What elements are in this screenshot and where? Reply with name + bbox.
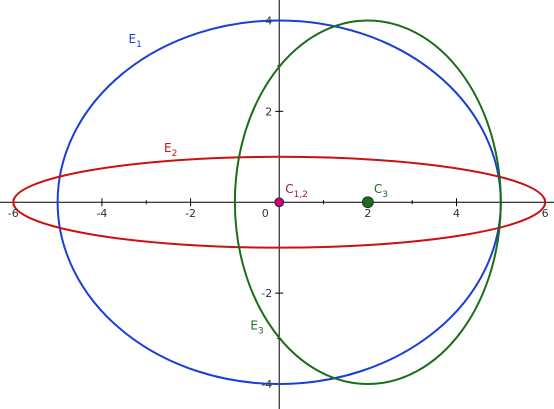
ellipse-e2[interactable] xyxy=(12,155,547,249)
x-tick-label: 6 xyxy=(542,207,549,220)
x-tick-label: -6 xyxy=(8,207,19,220)
x-tick-label: 0 xyxy=(262,207,269,220)
x-tick-label: 2 xyxy=(364,207,371,220)
ellipse-label-sub: 2 xyxy=(172,149,178,159)
ellipse-e3[interactable] xyxy=(233,19,502,386)
x-tick-label: -4 xyxy=(96,207,107,220)
y-tick-label: 2 xyxy=(265,105,272,118)
point-label: C1,2 xyxy=(285,182,308,200)
ellipse-label: E3 xyxy=(250,318,263,336)
ellipse-label-sub: 1 xyxy=(136,40,142,50)
x-tick-label: 4 xyxy=(453,207,460,220)
point-label-sub: 1,2 xyxy=(294,190,308,200)
curves-layer xyxy=(12,19,547,386)
ellipse-label: E2 xyxy=(164,141,177,159)
y-tick-label: 4 xyxy=(265,14,272,27)
x-tick-label: -2 xyxy=(185,207,196,220)
ellipse-label: E1 xyxy=(129,32,142,50)
point-c-1-2[interactable] xyxy=(274,197,285,208)
y-tick-label: -4 xyxy=(261,378,272,391)
point-label-sub: 3 xyxy=(382,190,388,200)
ellipse-label-sub: 3 xyxy=(258,326,264,336)
point-c-3[interactable] xyxy=(361,196,374,209)
point-label: C3 xyxy=(374,182,388,200)
y-tick-label: -2 xyxy=(261,287,272,300)
points-layer xyxy=(274,196,374,209)
